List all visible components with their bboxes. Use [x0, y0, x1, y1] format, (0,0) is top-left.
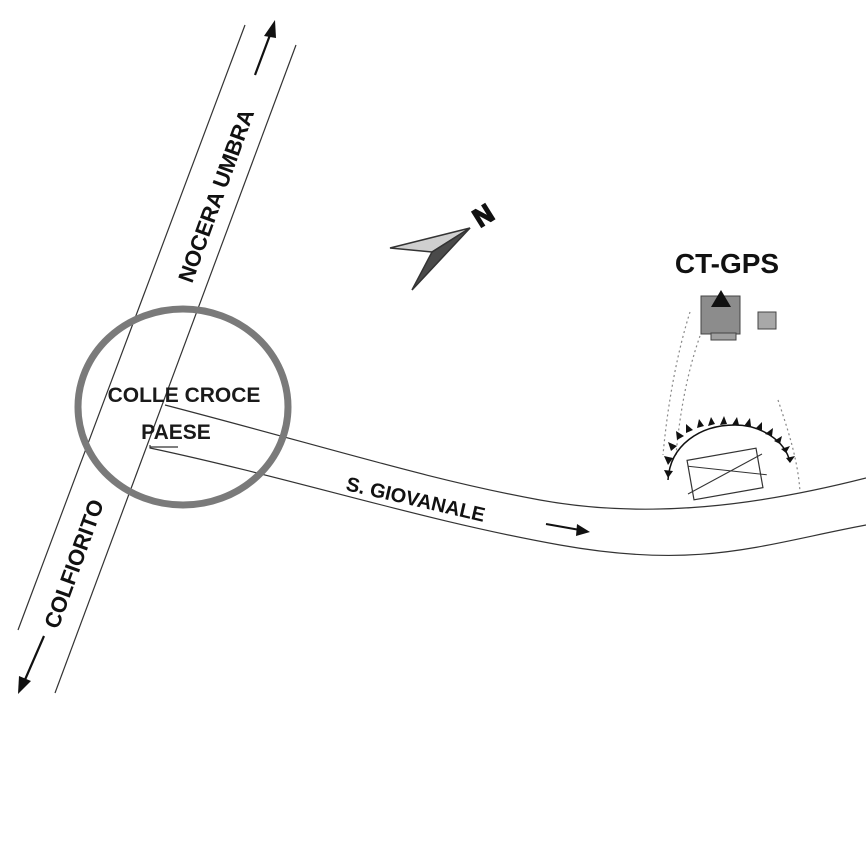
excavation-icon: [664, 416, 795, 501]
footpath: [662, 311, 801, 493]
arrow-north-icon: [253, 20, 276, 76]
triangle-marker-icon: [711, 290, 731, 307]
label-s-giovanale: S. GIOVANALE: [344, 473, 487, 526]
label-colle-croce: COLLE CROCE: [108, 384, 261, 407]
shed-icon: [757, 311, 777, 330]
village-circle: [74, 305, 292, 509]
label-paese: PAESE: [141, 421, 211, 444]
arrow-east-icon: [545, 523, 590, 536]
arrow-south-icon: [18, 635, 46, 694]
label-colfiorito: COLFIORITO: [39, 496, 109, 632]
compass-arrow-icon: [389, 227, 471, 291]
main-road: [17, 24, 297, 694]
label-ct-gps: CT-GPS: [675, 248, 779, 279]
label-north: N: [467, 198, 499, 233]
